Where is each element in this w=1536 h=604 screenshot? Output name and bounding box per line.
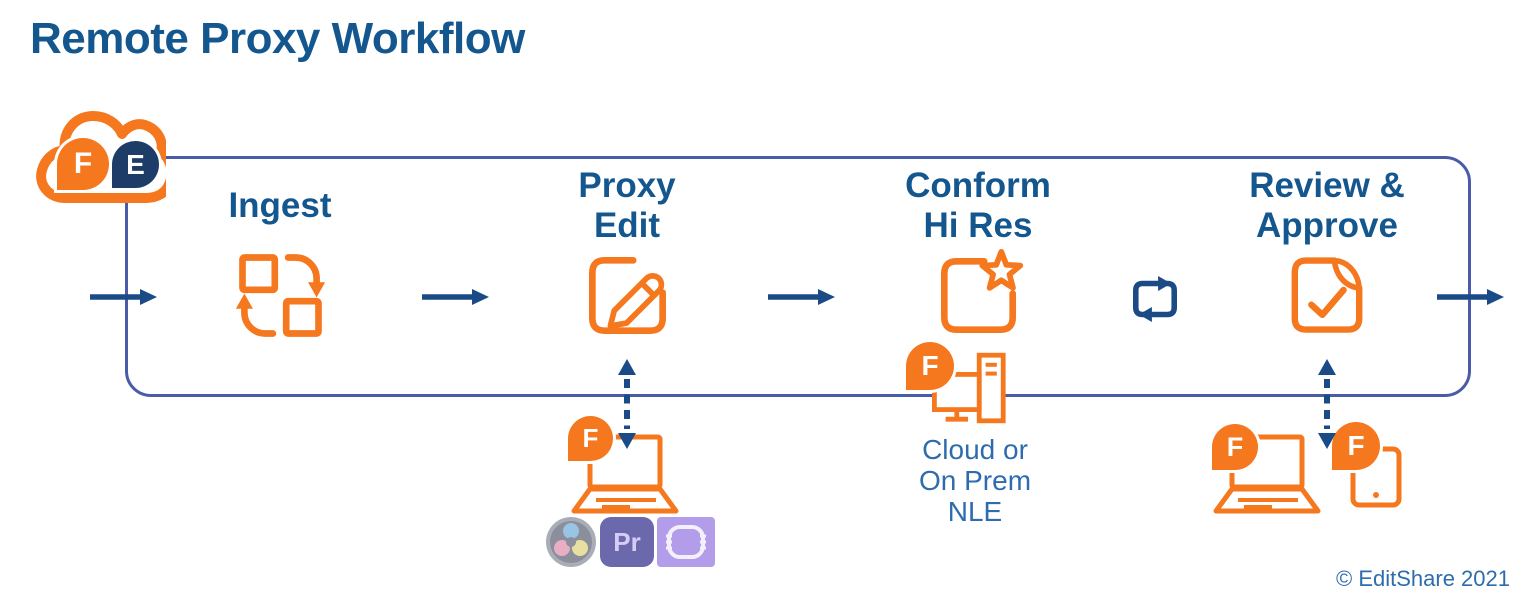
flow-arrow-proxy-to-conform [768,289,835,305]
premiere-pro-label: Pr [613,526,641,557]
proxy-dashed-arrow [618,359,636,449]
step-label-line2: Approve [1256,206,1398,245]
step-label: Review & Approve [1217,166,1437,246]
premiere-pro-icon: Pr [600,517,654,567]
step-label-line1: Review & [1249,166,1405,205]
review-tablet-group: F [1332,422,1402,513]
proxy-edit-icon [588,257,666,334]
review-approve-icon [1291,257,1363,333]
step-review-approve: Review & Approve [1217,166,1437,343]
nle-app-icons: Pr [545,516,715,568]
editshare-e-badge: E [112,141,159,188]
caption-line: NLE [947,496,1003,527]
flow-arrow-entry [90,289,157,305]
step-label: Proxy Edit [517,166,737,246]
flow-f-badge: F [906,342,954,390]
step-label: Ingest [170,166,390,246]
film-frame-glyph [666,525,706,559]
loop-sync-icon [1132,276,1178,322]
conform-star-icon [940,248,1023,334]
flow-f-badge: F [568,416,613,461]
step-label-line1: Conform [905,166,1051,205]
step-label: Conform Hi Res [868,166,1088,246]
flow-f-badge: F [1212,424,1258,470]
conform-workstation-group: F [906,342,1016,439]
step-label-line2: Hi Res [923,206,1033,245]
step-proxy-edit: Proxy Edit [517,166,737,343]
desktop-computer-icon [932,352,1006,424]
flow-f-badge: F [1332,422,1380,470]
page-title: Remote Proxy Workflow [30,14,525,63]
ingest-transfer-icon [235,254,325,337]
caption-line: Cloud or [922,434,1028,465]
copyright-text: © EditShare 2021 [1336,566,1510,591]
step-label-line1: Proxy [578,166,676,205]
avid-media-composer-icon [657,517,715,567]
step-label-line1: Ingest [228,186,332,225]
flow-f-badge: F [57,138,109,190]
flow-arrow-ingest-to-proxy [422,289,489,305]
review-laptop-group: F [1212,424,1322,519]
step-conform-hi-res: Conform Hi Res [868,166,1088,343]
review-dashed-arrow [1318,359,1336,449]
davinci-resolve-icon [546,517,596,567]
flow-arrow-exit [1437,289,1504,305]
conform-caption: Cloud or On Prem NLE [875,434,1075,527]
cloud-fe-logo: F E [34,94,166,206]
step-ingest: Ingest [170,166,390,343]
workflow-container [125,156,1471,397]
proxy-laptop-group: F [568,416,680,519]
step-label-line2: Edit [593,206,661,245]
caption-line: On Prem [918,465,1032,496]
